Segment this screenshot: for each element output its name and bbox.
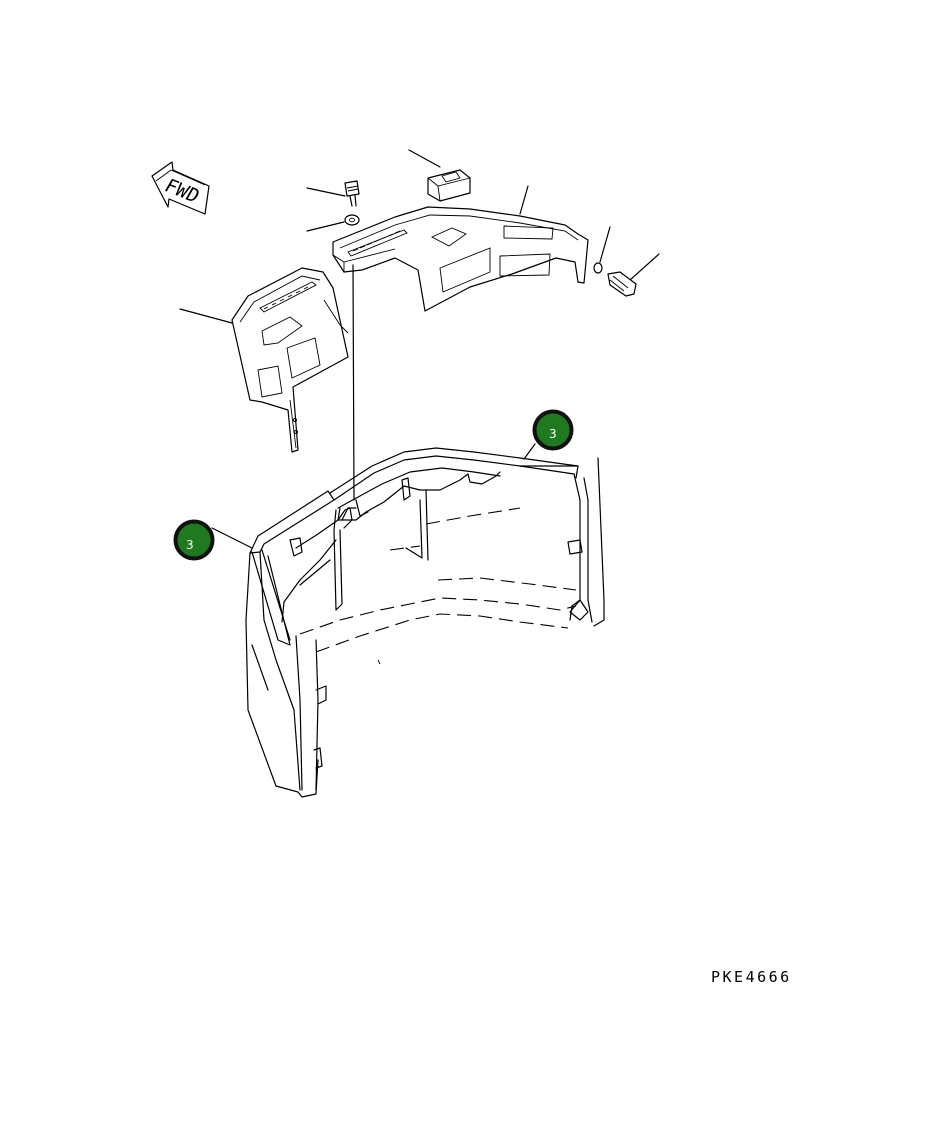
forward-arrow-icon: FWD <box>151 161 210 215</box>
callout-left[interactable]: 3 <box>173 519 215 561</box>
washer-part <box>306 214 360 232</box>
right-washer-part <box>593 226 611 274</box>
bolt-part <box>306 180 360 207</box>
callout-right[interactable]: 3 <box>532 409 574 451</box>
right-bolt-part <box>607 253 660 297</box>
upper-right-cover <box>332 185 589 312</box>
upper-left-cover <box>179 267 349 453</box>
callout-right-leader <box>523 443 536 460</box>
drawing-code: PKE4666 <box>711 968 792 986</box>
callout-right-label: 3 <box>549 427 557 441</box>
cap-part <box>408 149 471 202</box>
bolt-alignment-line <box>352 264 355 501</box>
callout-left-label: 3 <box>186 538 194 552</box>
callout-left-leader <box>211 527 253 549</box>
main-frame <box>245 447 605 798</box>
